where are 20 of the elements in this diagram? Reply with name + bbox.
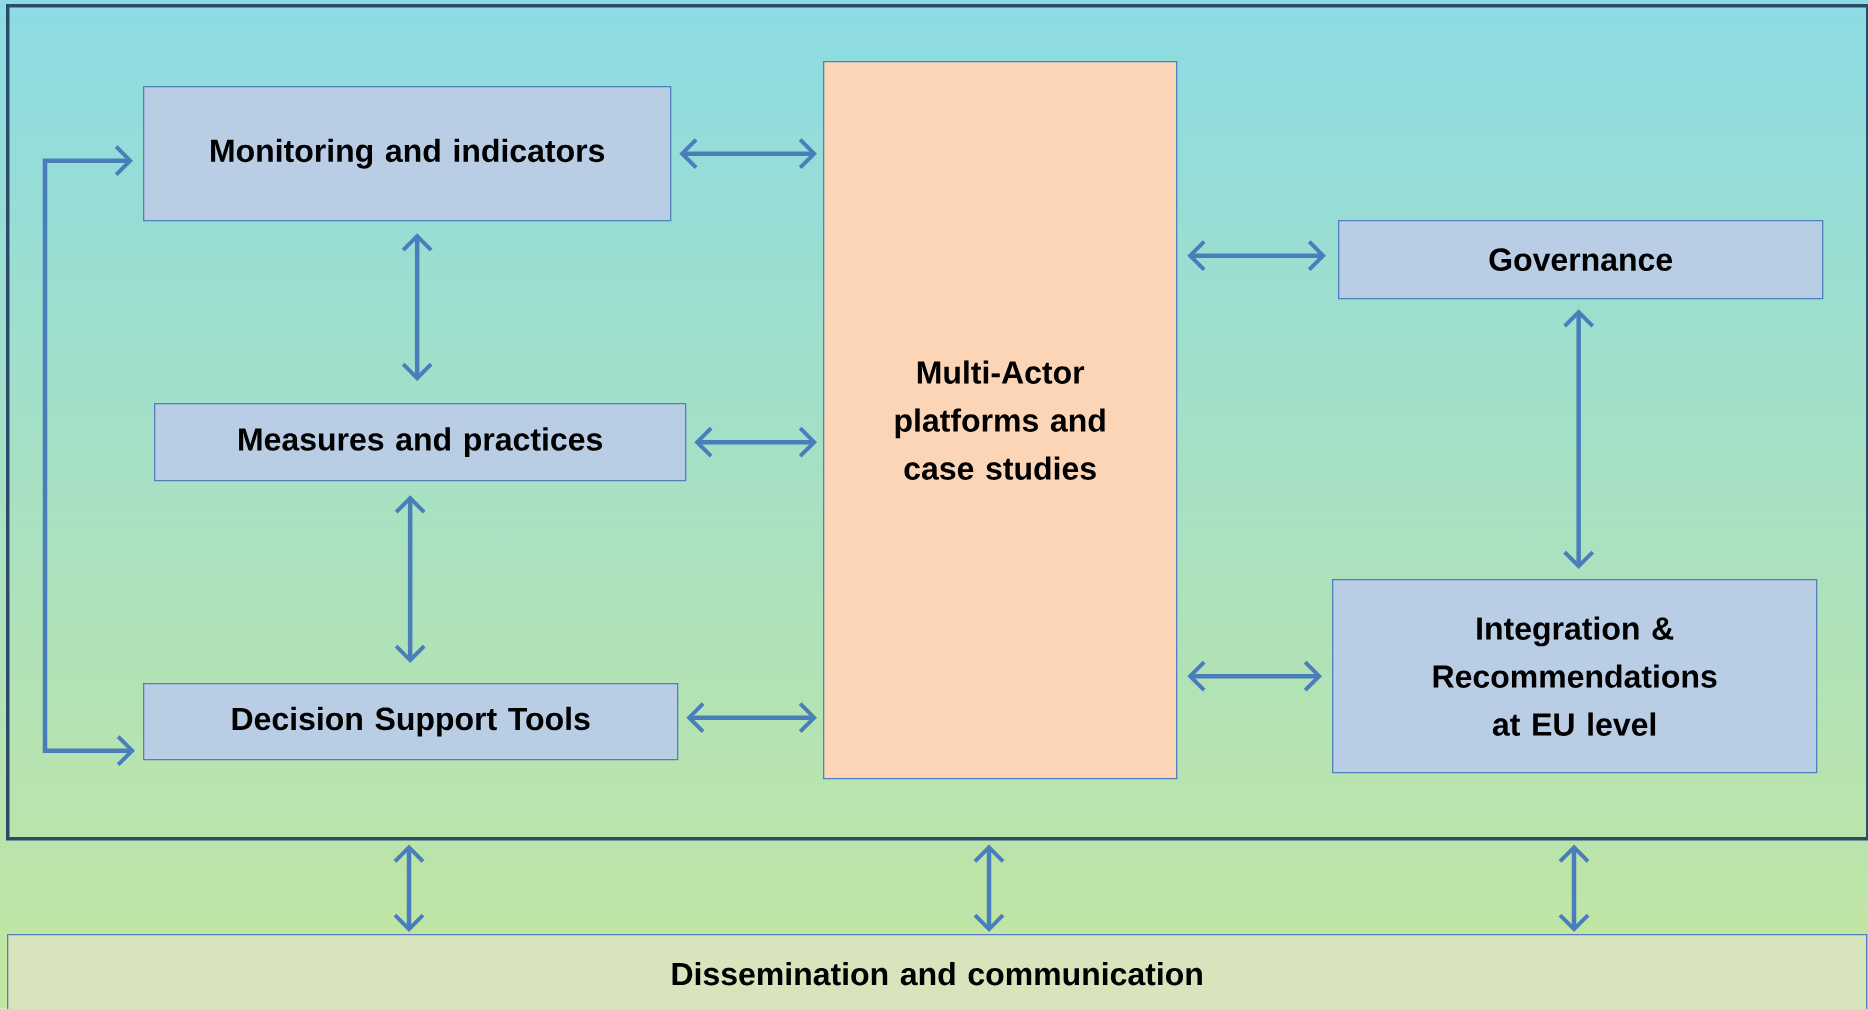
- double-arrow: [1558, 844, 1590, 932]
- frame: [6, 4, 1868, 841]
- double-arrow: [694, 426, 817, 458]
- double-arrow: [393, 844, 425, 932]
- double-arrow: [394, 495, 426, 663]
- central-box: Multi-Actor platforms and case studies: [823, 61, 1178, 780]
- double-arrow: [1563, 309, 1595, 569]
- banner-box: Dissemination and communication: [7, 934, 1868, 1009]
- double-arrow: [973, 844, 1005, 932]
- process-box: Integration & Recommendations at EU level: [1332, 579, 1818, 774]
- double-arrow: [686, 702, 817, 734]
- process-box: Monitoring and indicators: [143, 86, 672, 222]
- double-arrow: [1187, 240, 1326, 272]
- process-box: Decision Support Tools: [143, 683, 679, 761]
- process-box: Measures and practices: [154, 403, 687, 482]
- double-arrow: [679, 138, 817, 170]
- double-arrow: [1187, 660, 1322, 692]
- double-arrow: [42, 145, 135, 767]
- double-arrow: [401, 233, 433, 381]
- process-box: Governance: [1338, 220, 1824, 300]
